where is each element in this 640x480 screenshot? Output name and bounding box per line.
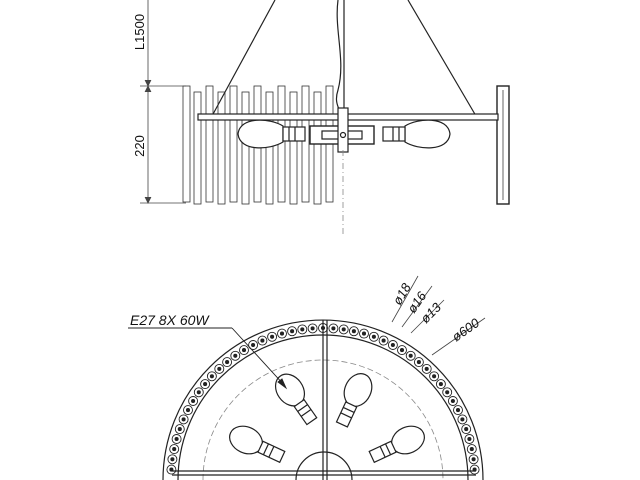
bulb-spec-label: E27 8X 60W <box>130 312 210 328</box>
crystal-bead-core <box>341 327 346 332</box>
crystal-bead-core <box>455 408 461 413</box>
crystal-bead-core <box>191 398 196 404</box>
power-cord <box>335 0 342 117</box>
crystal-bead-core <box>351 329 356 334</box>
crystal-bead-core <box>469 447 474 452</box>
crystal-bead-core <box>290 329 295 334</box>
side-view <box>182 0 510 235</box>
crystal-bead-core <box>361 331 367 336</box>
socket-left <box>282 126 306 142</box>
crystal-bead-core <box>432 374 437 379</box>
crystal-bead-core <box>203 382 208 387</box>
bulb-note-leader <box>128 327 288 390</box>
crystal-bead-core <box>399 348 405 353</box>
bottom-view <box>162 319 484 480</box>
crystal-bead-core <box>172 447 177 452</box>
crystal-bead-core <box>225 360 230 365</box>
cable-right <box>407 0 477 117</box>
crystal-bead-core <box>174 436 179 442</box>
crystal-bead-core <box>445 390 450 395</box>
crystal-bead-core <box>408 353 413 358</box>
crystal-bead-core <box>170 457 175 462</box>
bottom-hub <box>295 451 353 480</box>
crystal-bead-core <box>467 436 472 442</box>
crystal-bead-core <box>416 360 421 365</box>
crystal-bead-core <box>279 331 285 336</box>
crystal-bead-core <box>390 342 395 348</box>
crystal-bead-core <box>177 427 182 432</box>
height-label: 220 <box>132 135 147 157</box>
socket-right <box>382 126 406 142</box>
crystal-bead-core <box>300 327 305 332</box>
cable-left <box>211 0 276 117</box>
inner-dashed-ring <box>202 359 444 480</box>
side-disc <box>496 85 510 205</box>
crystal-bead-core <box>471 457 476 462</box>
crystal-bead-core <box>438 382 443 387</box>
crystal-bead-core <box>241 348 247 353</box>
crystal-bead-core <box>371 334 376 339</box>
crystal-bead-core <box>251 342 256 348</box>
crystal-bead-core <box>196 390 201 395</box>
crystal-bead-core <box>424 366 429 371</box>
crystal-bead-core <box>260 338 265 343</box>
chain-length-label: L1500 <box>132 14 147 50</box>
crystal-beads <box>166 323 480 475</box>
crystal-bead-core <box>209 374 214 379</box>
crystal-bead-core <box>217 366 222 371</box>
crystal-bead-core <box>270 334 275 339</box>
crystal-bead-core <box>464 427 469 432</box>
crystal-bead-core <box>181 417 186 422</box>
crystal-bead-core <box>331 326 336 331</box>
crystal-bead-core <box>381 338 386 343</box>
diameter-label-600: ø600 <box>449 315 483 345</box>
crystal-bead-core <box>450 398 455 404</box>
crystal-bead-core <box>460 417 465 422</box>
bulbs-bottom <box>229 373 425 464</box>
bulb-right <box>404 119 451 149</box>
diameter-leaders <box>391 275 486 356</box>
side-dimensions <box>140 0 186 204</box>
crystal-bead-core <box>310 326 315 331</box>
crystal-bead-core <box>233 353 238 358</box>
bulb-left <box>237 119 284 149</box>
crystal-bead-core <box>185 408 191 413</box>
